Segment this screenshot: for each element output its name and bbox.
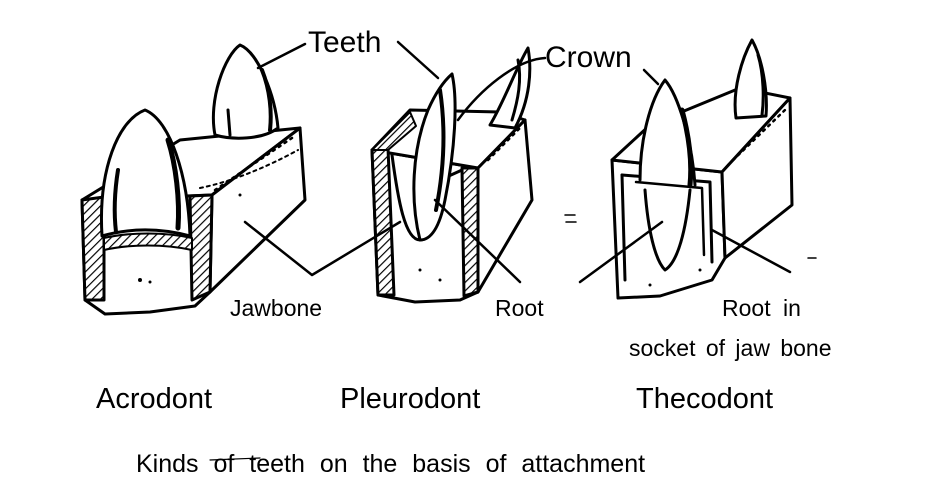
figure-caption: Kinds of teeth on the basis of attachmen… — [136, 450, 646, 478]
label-root: Root — [495, 295, 544, 321]
acrodont-jaw-illustration — [80, 43, 307, 316]
leader-lines — [243, 40, 792, 284]
scan-specks — [209, 214, 817, 461]
label-teeth: Teeth — [308, 26, 382, 59]
label-root-in-line1: Root in — [722, 295, 801, 321]
type-acrodont: Acrodont — [96, 383, 213, 415]
thecodont-jaw-illustration — [610, 38, 794, 300]
type-pleurodont: Pleurodont — [340, 383, 481, 415]
label-jawbone: Jawbone — [230, 295, 323, 321]
label-crown: Crown — [545, 41, 632, 74]
type-thecodont: Thecodont — [636, 383, 774, 415]
pleurodont-jaw-illustration — [370, 46, 534, 304]
label-root-in-line2: socket of jaw bone — [629, 335, 832, 361]
